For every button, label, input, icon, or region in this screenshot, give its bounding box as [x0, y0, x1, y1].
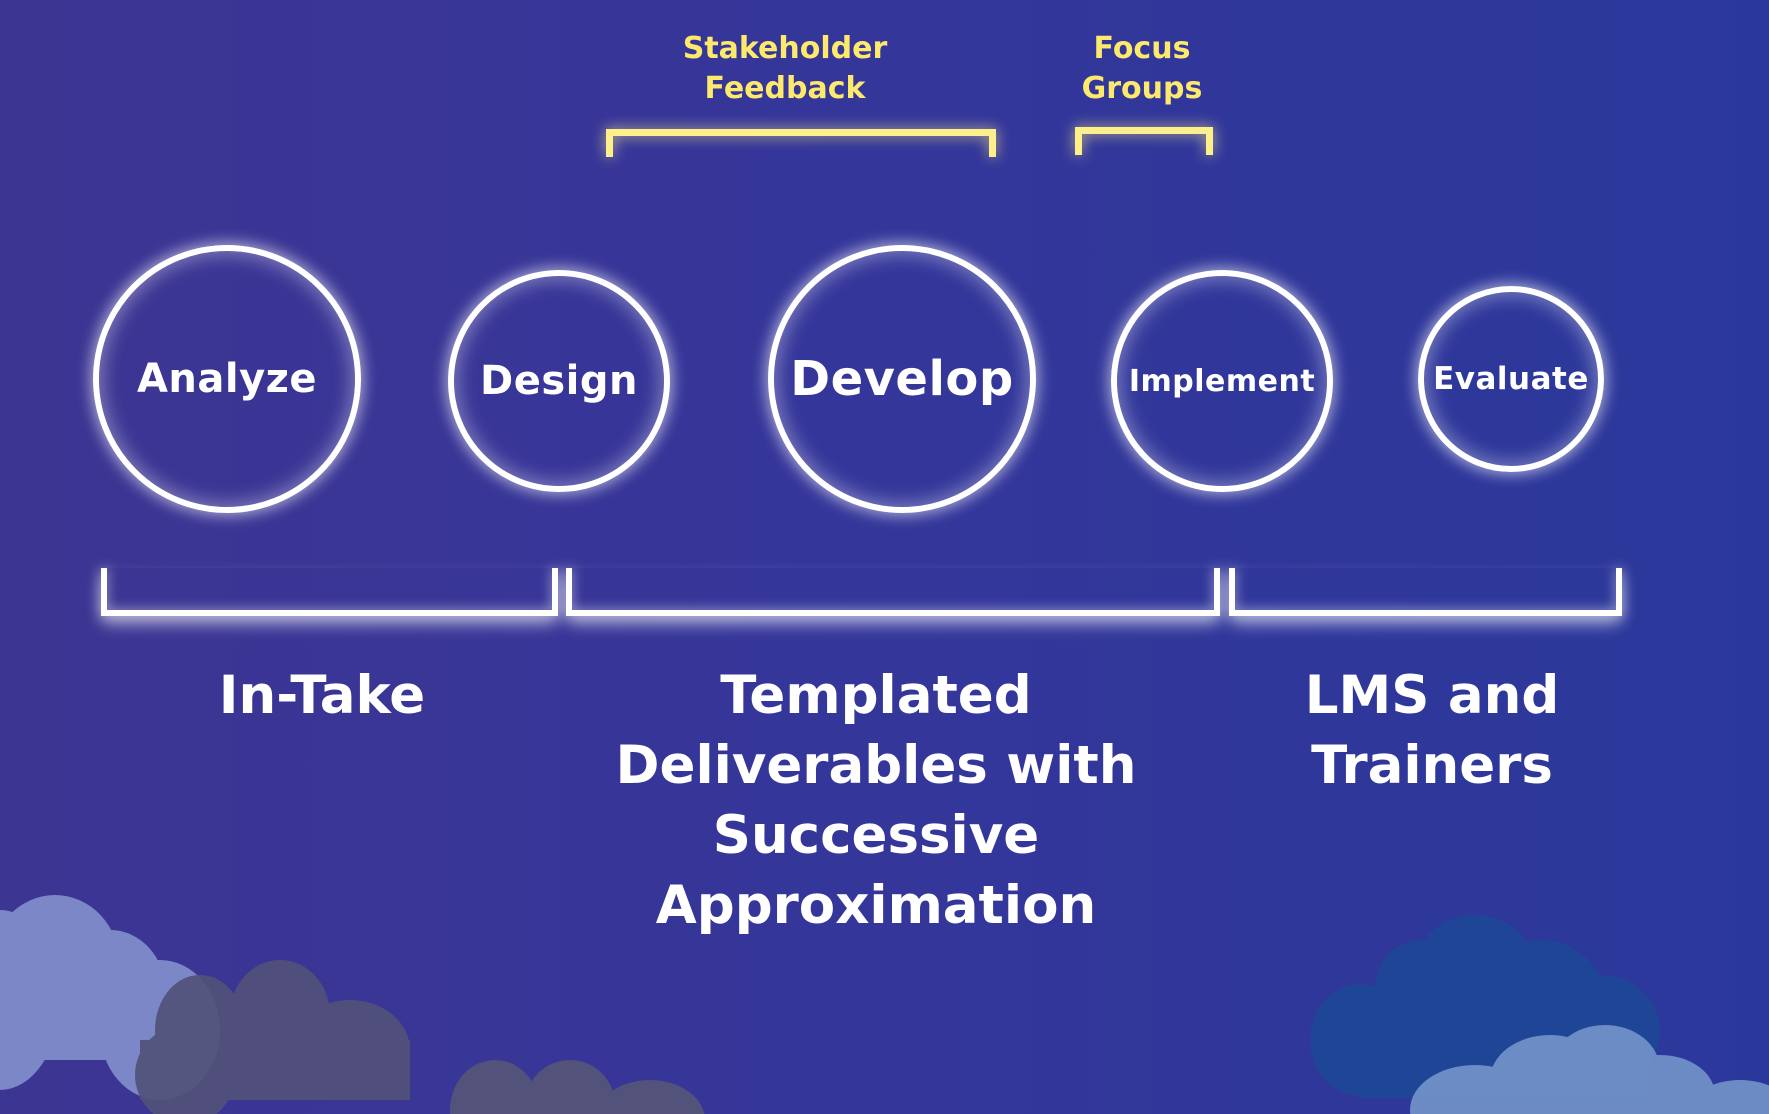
templated-deliverables-line-1: Templated [720, 665, 1032, 726]
focus-groups-line-1: Focus [1093, 31, 1191, 66]
focus-groups-bracket [1075, 127, 1213, 155]
phase-analyze: Analyze [93, 245, 361, 513]
cloud-right-light [1410, 1025, 1769, 1114]
lms-trainers-label: LMS and Trainers [1305, 661, 1560, 801]
phase-implement: Implement [1111, 270, 1333, 492]
phase-label-develop: Develop [790, 351, 1014, 407]
phase-evaluate: Evaluate [1418, 286, 1604, 472]
cloud-center-gray [450, 1060, 705, 1114]
stakeholder-feedback-line-2: Feedback [704, 71, 866, 106]
stakeholder-feedback-line-1: Stakeholder [682, 31, 888, 66]
in-take-line-1: In-Take [218, 665, 426, 726]
phase-label-implement: Implement [1128, 363, 1316, 399]
templated-deliverables-line-3: Successive [712, 805, 1040, 866]
focus-groups-line-2: Groups [1081, 71, 1203, 106]
phase-label-evaluate: Evaluate [1433, 361, 1589, 397]
templated-deliverables-label: Templated Deliverables with Successive A… [616, 661, 1137, 941]
templated-deliverables-bracket [566, 568, 1220, 616]
phase-label-analyze: Analyze [136, 356, 318, 402]
lms-trainers-line-1: LMS and [1304, 665, 1560, 726]
stakeholder-feedback-label: Stakeholder Feedback [683, 29, 888, 109]
cloud-left-gray [135, 960, 410, 1114]
lms-trainers-line-2: Trainers [1311, 735, 1553, 796]
focus-groups-label: Focus Groups [1082, 29, 1203, 109]
in-take-label: In-Take [219, 661, 426, 731]
lms-trainers-bracket [1229, 568, 1622, 616]
templated-deliverables-line-2: Deliverables with [615, 735, 1137, 796]
phase-develop: Develop [768, 245, 1036, 513]
stakeholder-feedback-bracket [606, 129, 996, 157]
templated-deliverables-line-4: Approximation [655, 875, 1097, 936]
phase-label-design: Design [480, 358, 638, 404]
in-take-bracket [101, 568, 558, 616]
phase-design: Design [448, 270, 670, 492]
